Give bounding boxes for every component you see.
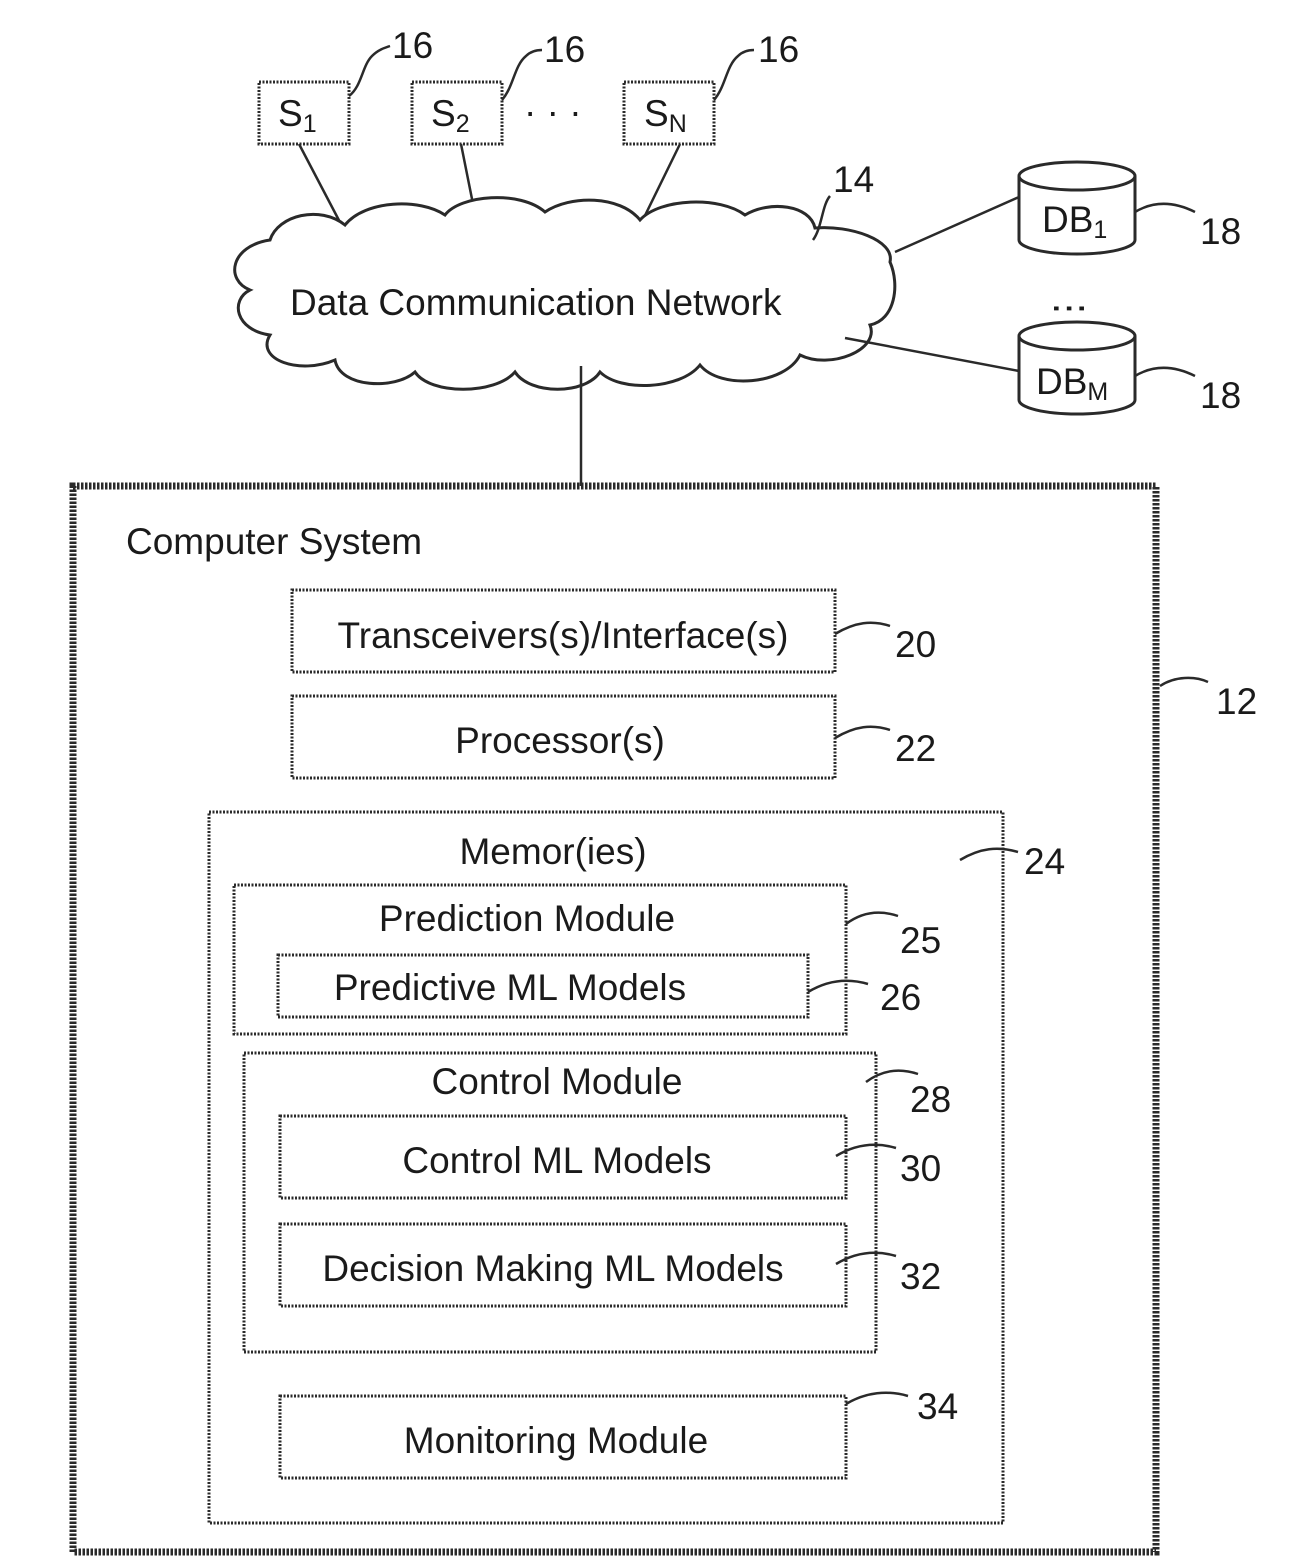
network-label: Data Communication Network	[290, 282, 782, 323]
prediction-module-label: Prediction Module	[379, 898, 675, 939]
memory-ref: 24	[1024, 841, 1065, 882]
sensor-s2-ref: 16	[544, 29, 585, 70]
decision-models-ref: 32	[900, 1256, 941, 1297]
sensor-sn-ref: 16	[758, 29, 799, 70]
monitoring-module-box: Monitoring Module	[280, 1396, 846, 1478]
dbm-connection	[845, 338, 1019, 371]
processor-leader	[835, 727, 890, 738]
monitoring-module-ref: 34	[917, 1386, 958, 1427]
predictive-models-ref: 26	[880, 977, 921, 1018]
monitoring-module-label: Monitoring Module	[404, 1420, 708, 1461]
control-models-label: Control ML Models	[402, 1140, 711, 1181]
db1-connection	[895, 197, 1019, 252]
processor-ref: 22	[895, 728, 936, 769]
network-cloud: Data Communication Network	[235, 198, 895, 390]
memory-label: Memor(ies)	[459, 831, 646, 872]
sensor-s1-leader	[349, 46, 390, 96]
sensor-s1-ref: 16	[392, 25, 433, 66]
decision-models-box: Decision Making ML Models	[280, 1224, 846, 1306]
database-db1: DB1	[1019, 162, 1135, 254]
control-module-ref: 28	[910, 1079, 951, 1120]
control-models-box: Control ML Models	[280, 1116, 846, 1198]
processor-box: Processor(s)	[292, 696, 835, 778]
transceivers-label: Transceivers(s)/Interface(s)	[338, 615, 789, 656]
decision-models-label: Decision Making ML Models	[322, 1248, 783, 1289]
dbm-ref: 18	[1200, 375, 1241, 416]
predictive-models-box: Predictive ML Models	[278, 955, 808, 1017]
database-dbm: DBM	[1019, 322, 1135, 414]
db1-ref: 18	[1200, 211, 1241, 252]
computer-system-leader	[1160, 678, 1208, 686]
sensor-s1: S1	[259, 82, 349, 144]
dbm-leader	[1135, 368, 1195, 376]
computer-system-ref: 12	[1216, 681, 1257, 722]
transceivers-box: Transceivers(s)/Interface(s)	[292, 590, 835, 672]
control-module-label: Control Module	[432, 1061, 683, 1102]
db1-leader	[1135, 204, 1195, 212]
computer-system-title: Computer System	[126, 521, 422, 562]
prediction-module-ref: 25	[900, 920, 941, 961]
processor-label: Processor(s)	[455, 720, 665, 761]
sensor-ellipsis: · · ·	[524, 91, 582, 132]
transceivers-ref: 20	[895, 624, 936, 665]
network-ref: 14	[833, 159, 874, 200]
predictive-models-label: Predictive ML Models	[334, 967, 686, 1008]
transceivers-leader	[835, 623, 890, 634]
control-models-ref: 30	[900, 1148, 941, 1189]
sensor-sn: SN	[624, 82, 714, 144]
sensor-sn-leader	[714, 50, 754, 100]
sensor-s2: S2	[412, 82, 502, 144]
